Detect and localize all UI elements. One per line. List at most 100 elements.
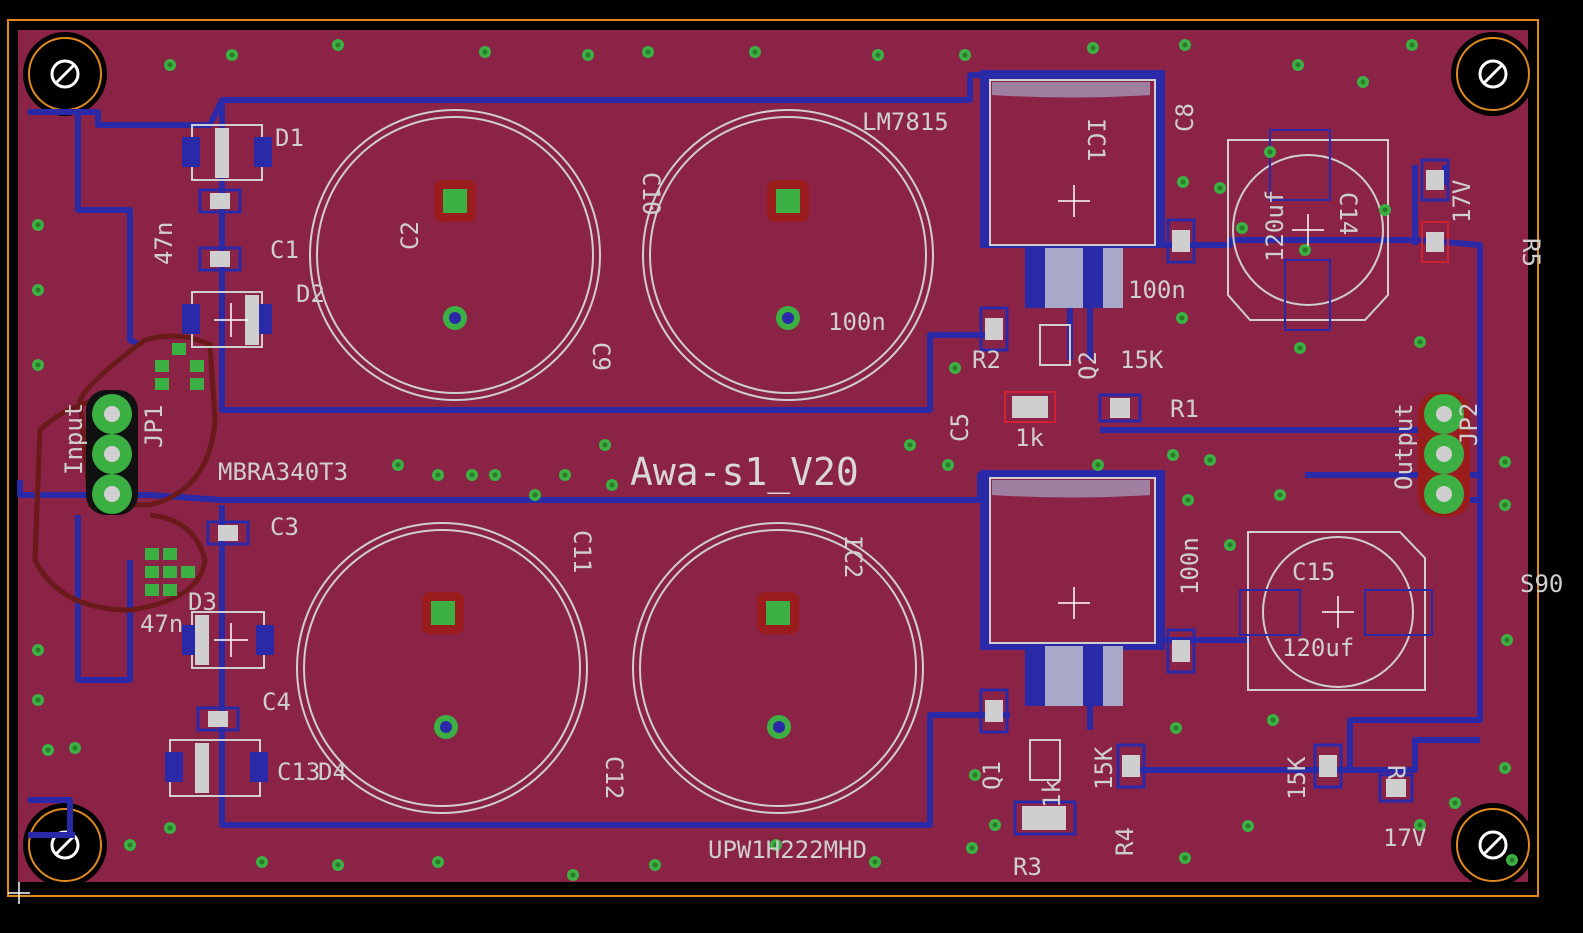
via-hole xyxy=(585,52,591,58)
label-jp1: JP1 xyxy=(140,405,168,448)
via-hole xyxy=(1180,179,1186,185)
via-hole xyxy=(1217,185,1223,191)
via-hole xyxy=(1227,542,1233,548)
label-output: Output xyxy=(1390,403,1418,490)
mounting-hole-bottom-left xyxy=(23,803,107,887)
smd-electrolytic-c14 xyxy=(1227,129,1389,331)
label-s90: S90 xyxy=(1520,570,1563,598)
via-hole xyxy=(492,472,498,478)
capacitor-pads xyxy=(422,180,809,739)
label-input: Input xyxy=(60,403,88,475)
via-hole xyxy=(1185,497,1191,503)
label-15k-c: 15K xyxy=(1283,756,1311,800)
via-hole xyxy=(1295,62,1301,68)
mounting-hole-bottom-right xyxy=(1451,803,1535,887)
label-d3: D3 xyxy=(188,588,217,616)
label-r2: R2 xyxy=(972,346,1001,374)
via-hole xyxy=(1277,492,1283,498)
via-hole xyxy=(609,482,615,488)
label-47n-top: 47n xyxy=(150,222,178,265)
diode-d3 xyxy=(182,611,274,669)
via-hole xyxy=(35,647,41,653)
via-hole xyxy=(127,842,133,848)
label-c14: C14 xyxy=(1334,192,1362,235)
label-c4: C4 xyxy=(262,688,291,716)
label-c2: C2 xyxy=(396,221,424,250)
mounting-hole-top-right xyxy=(1451,32,1535,116)
label-120uf-a: 120uf xyxy=(1261,190,1289,262)
label-c8: C8 xyxy=(1171,103,1199,132)
via-hole xyxy=(875,52,881,58)
via-hole xyxy=(945,462,951,468)
copper-pour xyxy=(18,30,1528,882)
via-hole xyxy=(1504,637,1510,643)
label-r5: R5 xyxy=(1517,238,1545,267)
via-hole xyxy=(1452,800,1458,806)
via-hole xyxy=(1382,207,1388,213)
via-hole xyxy=(1502,765,1508,771)
via-hole xyxy=(872,859,878,865)
via-hole xyxy=(1502,459,1508,465)
label-c13: C13 xyxy=(277,758,320,786)
stitching-vias xyxy=(32,39,1518,881)
label-c15: C15 xyxy=(1292,558,1335,586)
via-hole xyxy=(167,825,173,831)
label-c5: C5 xyxy=(946,413,974,442)
board-title: Awa-s1_V20 xyxy=(630,450,859,495)
label-100n-b: 100n xyxy=(828,308,886,336)
keepout-outlines xyxy=(32,333,218,613)
label-jp2: JP2 xyxy=(1455,403,1483,446)
via-hole xyxy=(1090,45,1096,51)
via-hole xyxy=(1095,462,1101,468)
label-c9: C9 xyxy=(587,342,615,371)
via-hole xyxy=(395,462,401,468)
via-hole xyxy=(907,442,913,448)
label-15k-b: 15K xyxy=(1090,746,1118,790)
capacitor-outlines xyxy=(296,109,934,814)
via-hole xyxy=(35,697,41,703)
label-c10: C10 xyxy=(637,172,665,215)
header-jp1 xyxy=(86,390,138,515)
via-hole xyxy=(773,842,779,848)
via-hole xyxy=(335,862,341,868)
via-hole xyxy=(35,287,41,293)
via-hole xyxy=(962,52,968,58)
via-hole xyxy=(532,492,538,498)
pad-clusters xyxy=(145,343,204,596)
via-hole xyxy=(1182,855,1188,861)
label-mbra: MBRA340T3 xyxy=(218,458,348,486)
via-hole xyxy=(1360,79,1366,85)
via-hole xyxy=(45,747,51,753)
via-hole xyxy=(1267,149,1273,155)
via-hole xyxy=(1297,345,1303,351)
label-c3: C3 xyxy=(270,513,299,541)
label-r3: R3 xyxy=(1013,853,1042,881)
label-r1: R1 xyxy=(1170,395,1199,423)
label-q1: Q1 xyxy=(978,761,1006,790)
via-hole xyxy=(1173,725,1179,731)
origin-crosshairs xyxy=(8,185,1354,904)
label-47n-bot: 47n xyxy=(140,610,183,638)
via-hole xyxy=(335,42,341,48)
diode-d1 xyxy=(182,124,272,181)
label-ic1: IC1 xyxy=(1082,118,1110,161)
via-hole xyxy=(1207,457,1213,463)
via-hole xyxy=(752,49,758,55)
via-hole xyxy=(562,472,568,478)
label-100n-a: 100n xyxy=(1128,276,1186,304)
label-upw: UPW1H222MHD xyxy=(708,836,867,864)
label-r4: R4 xyxy=(1111,827,1139,856)
label-c11: C11 xyxy=(568,530,596,573)
label-lm7815: LM7815 xyxy=(862,108,949,136)
via-hole xyxy=(167,62,173,68)
label-ic2: IC2 xyxy=(839,535,867,578)
label-1k-b: 1k xyxy=(1038,779,1066,808)
via-hole xyxy=(1509,857,1515,863)
via-hole xyxy=(482,49,488,55)
label-d2: D2 xyxy=(296,280,325,308)
label-120uf-b: 120uf xyxy=(1282,634,1354,662)
via-hole xyxy=(229,52,235,58)
label-d1: D1 xyxy=(275,124,304,152)
label-1k-a: 1k xyxy=(1015,424,1044,452)
